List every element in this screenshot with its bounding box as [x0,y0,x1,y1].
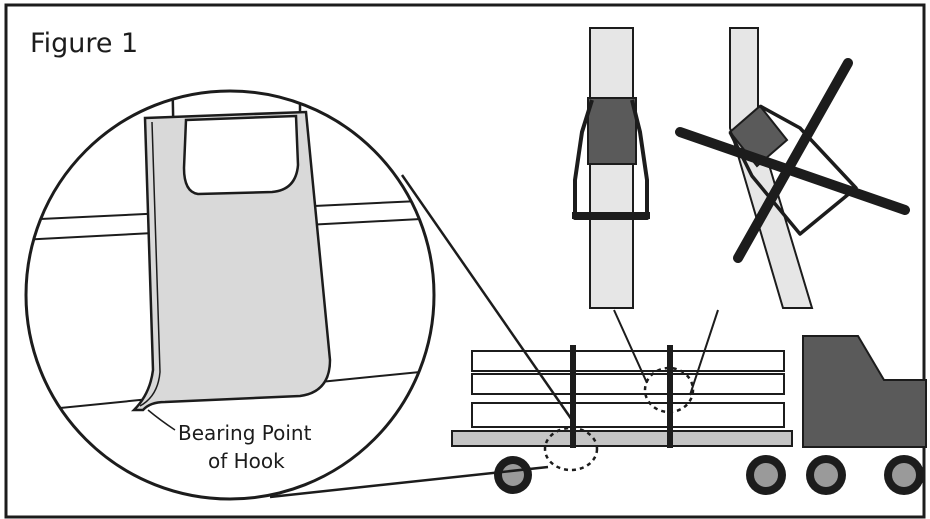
trailer-wheel-hub [502,464,524,486]
hook-position-marker [643,366,695,414]
truck-wheel-2-hub [814,463,838,487]
hook-slot-magnified [182,114,300,196]
incorrect-hook-example [675,27,910,309]
pointer-line-incorrect [689,309,719,396]
cargo-plank-top [471,350,785,372]
magnifier-connector-bottom [269,465,549,499]
strap-incorrect [729,27,814,309]
truck-cab [802,335,927,448]
hook-edge-magnified [139,121,161,407]
trailer-scene [451,309,927,495]
bearing-point-label-line2: of Hook [208,449,285,473]
tie-down-strap-left [570,345,576,448]
hook-plate-correct [587,97,637,165]
truck-wheel-3-hub [892,463,916,487]
hook-frame-incorrect [728,104,858,236]
cross-out-line-2 [675,127,910,215]
magnifier-connector-top [400,174,574,421]
cross-out-line-1 [733,58,853,263]
cargo-plank-middle [471,373,785,395]
correct-hook-example [572,27,650,309]
figure-title: Figure 1 [30,28,138,59]
hook-detail-marker [543,426,599,472]
cargo-plank-bottom [471,402,785,428]
truck-wheel-1-hub [754,463,778,487]
strap-correct [589,27,634,309]
tie-down-strap-right [667,345,673,448]
bearing-point-label-line1: Bearing Point [178,421,312,445]
pointer-line-correct [613,309,648,384]
magnifier-circle [24,89,436,501]
hook-base-correct [572,212,650,219]
bearing-point-leader [147,409,176,431]
trailer-deck [451,430,793,447]
